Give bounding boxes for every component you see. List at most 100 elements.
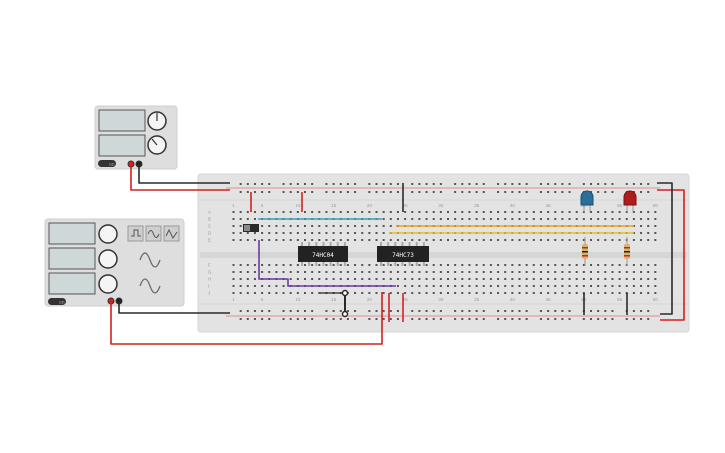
- wire-black: [138, 164, 230, 184]
- chip-pin: [394, 261, 397, 266]
- frequency-knob[interactable]: [98, 224, 118, 244]
- column-numbers: 1155101015152020252530303535404045455050…: [232, 203, 658, 302]
- column-number-bottom: 10: [295, 297, 301, 302]
- chip-pin: [401, 261, 404, 266]
- chip-pin: [408, 261, 411, 266]
- column-number-bottom: 1: [232, 297, 235, 302]
- column-number-bottom: 15: [331, 297, 337, 302]
- function-generator-on-button[interactable]: [48, 298, 66, 305]
- wire-red: [110, 292, 383, 345]
- wires[interactable]: [110, 164, 685, 345]
- function-generator[interactable]: on: [44, 218, 185, 307]
- power-supply-button-label: on: [109, 162, 115, 168]
- column-number-top: 20: [367, 203, 373, 208]
- column-number-bottom: 40: [510, 297, 516, 302]
- function-generator-button-label: on: [59, 300, 65, 306]
- chip-74hc04-label: 74HC04: [312, 252, 334, 259]
- center-channel: [200, 252, 687, 258]
- column-number-top: 55: [617, 203, 623, 208]
- chip-pin: [401, 242, 404, 247]
- row-letter: E: [208, 238, 211, 243]
- wire-black: [118, 301, 230, 314]
- chip-pin: [394, 242, 397, 247]
- column-number-top: 1: [232, 203, 235, 208]
- dc-power-supply[interactable]: on: [94, 105, 178, 170]
- power-supply-on-button[interactable]: [98, 160, 116, 167]
- column-number-top: 15: [331, 203, 337, 208]
- chip-pin: [301, 242, 303, 247]
- chip-pin: [336, 261, 339, 266]
- wire-black: [657, 182, 673, 315]
- current-display: [98, 134, 146, 157]
- chip-pin: [308, 261, 311, 266]
- chip-pin: [343, 242, 346, 247]
- row-letter: I: [208, 284, 209, 289]
- sine-preview-icon-2: [139, 278, 161, 294]
- chip-pin: [422, 261, 425, 266]
- column-number-bottom: 20: [367, 297, 373, 302]
- amplitude-knob[interactable]: [98, 249, 118, 269]
- amplitude-display: [48, 247, 96, 270]
- chip-pin: [336, 242, 339, 247]
- chip-pin: [308, 242, 311, 247]
- chip-pin: [329, 242, 332, 247]
- power-rails: [226, 187, 660, 317]
- chip-pin: [380, 261, 382, 266]
- column-number-bottom: 30: [438, 297, 444, 302]
- chip-pin: [343, 261, 346, 266]
- chip-74hc73-label: 74HC73: [392, 252, 414, 259]
- led-red[interactable]: [623, 190, 637, 212]
- column-number-top: 45: [546, 203, 552, 208]
- chip-74hc73[interactable]: 74HC73: [377, 242, 429, 266]
- chip-pin: [322, 261, 325, 266]
- triangle-wave-button[interactable]: [163, 225, 180, 242]
- row-letter: J: [208, 291, 210, 296]
- pushbutton[interactable]: [341, 289, 349, 318]
- column-number-top: 10: [295, 203, 301, 208]
- chip-pin: [415, 242, 418, 247]
- offset-display: [48, 272, 96, 295]
- resistor-1[interactable]: [582, 237, 588, 266]
- row-letter: B: [208, 217, 211, 222]
- column-number-bottom: 60: [653, 297, 659, 302]
- chip-pin: [315, 242, 318, 247]
- column-number-top: 30: [438, 203, 444, 208]
- chip-pin: [408, 242, 411, 247]
- chip-pin: [387, 261, 390, 266]
- slide-switch[interactable]: [243, 224, 259, 232]
- breadboard[interactable]: 1155101015152020252530303535404045455050…: [197, 173, 690, 333]
- chip-pin: [422, 242, 425, 247]
- column-number-top: 5: [261, 203, 264, 208]
- chip-pin: [301, 261, 303, 266]
- led-blue[interactable]: [580, 190, 594, 212]
- column-number-bottom: 55: [617, 297, 623, 302]
- column-number-bottom: 45: [546, 297, 552, 302]
- row-letter: A: [208, 210, 211, 215]
- resistor-2[interactable]: [624, 237, 630, 266]
- row-letter: D: [208, 231, 212, 236]
- chip-74hc04[interactable]: 74HC04: [298, 242, 348, 266]
- chip-pin: [315, 261, 318, 266]
- wire-purple: [258, 240, 396, 287]
- column-number-top: 35: [474, 203, 480, 208]
- column-number-bottom: 5: [261, 297, 264, 302]
- chip-pin: [387, 242, 390, 247]
- column-number-top: 40: [510, 203, 516, 208]
- chip-pin: [329, 261, 332, 266]
- row-letter: F: [208, 263, 211, 268]
- chip-pin: [322, 242, 325, 247]
- row-letter: C: [208, 224, 212, 229]
- chip-pin: [380, 242, 382, 247]
- wire-red: [130, 164, 230, 191]
- wire-red: [657, 189, 685, 321]
- square-wave-button[interactable]: [127, 225, 144, 242]
- frequency-display: [48, 222, 96, 245]
- sine-preview-icon: [139, 252, 161, 268]
- offset-knob[interactable]: [98, 274, 118, 294]
- row-letter: H: [208, 277, 211, 282]
- breadboard-holes: [232, 183, 657, 320]
- row-letter: G: [208, 270, 212, 275]
- column-number-top: 60: [653, 203, 659, 208]
